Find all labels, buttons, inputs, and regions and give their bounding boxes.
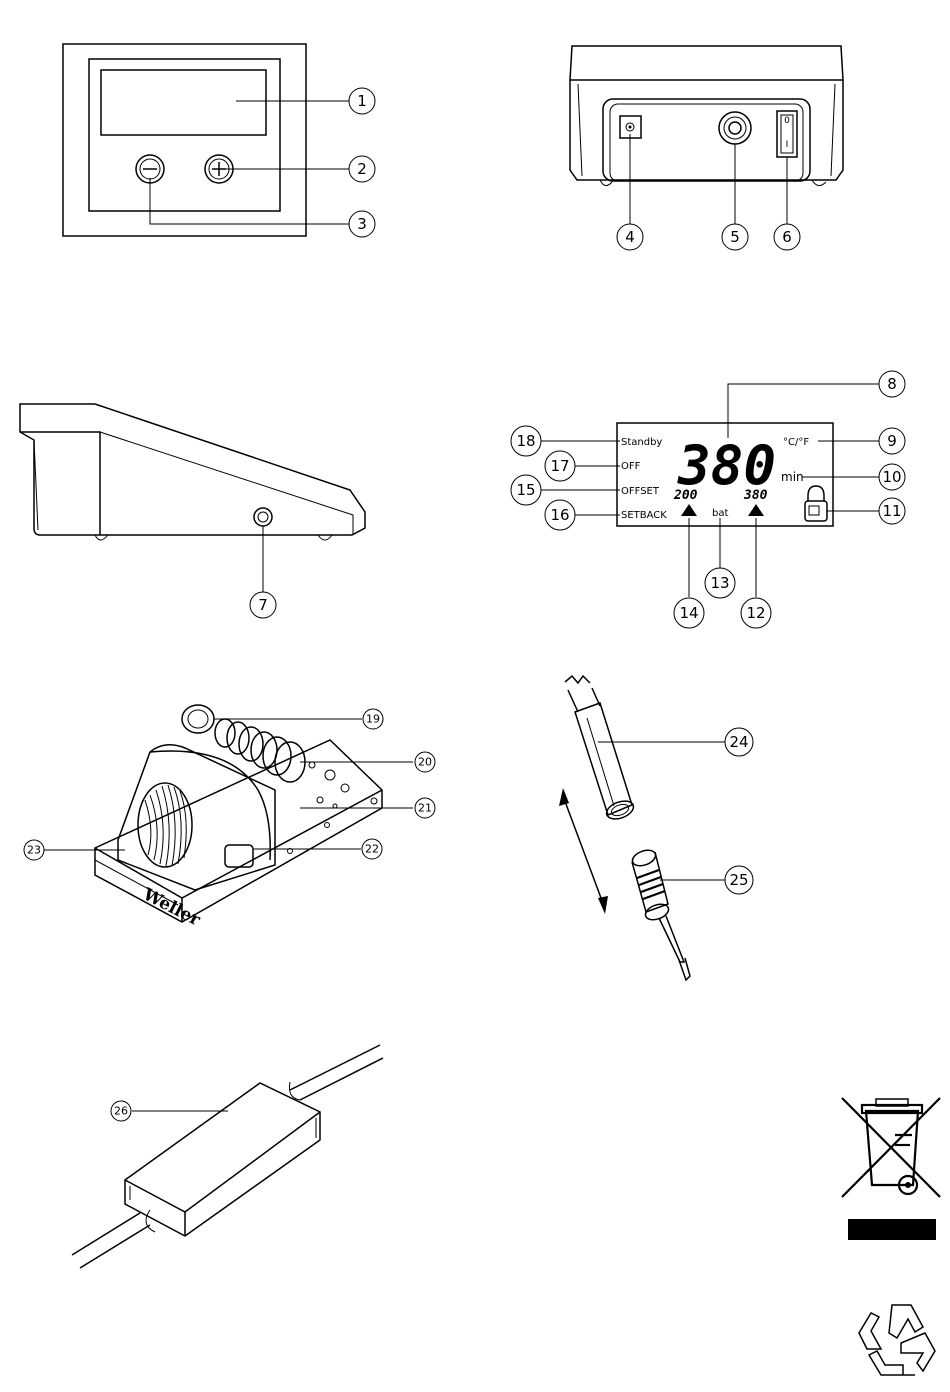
lcd-off-label: OFF (621, 461, 641, 472)
preset-right-indicator-icon (748, 504, 764, 516)
callout-25: 25 (725, 866, 753, 894)
svg-text:13: 13 (710, 574, 729, 592)
callout-7: 7 (250, 592, 276, 618)
callout-21: 21 (415, 798, 435, 818)
lcd-unit-label: °C/°F (783, 437, 809, 448)
rear-panel-figure: 0 I (570, 46, 843, 224)
svg-text:18: 18 (516, 432, 535, 450)
callout-24: 24 (725, 728, 753, 756)
svg-text:4: 4 (625, 228, 635, 246)
callout-8: 8 (879, 371, 905, 397)
crossed-bin-icon (842, 1098, 940, 1240)
svg-text:6: 6 (782, 228, 792, 246)
svg-text:1: 1 (357, 92, 367, 110)
svg-text:22: 22 (365, 843, 379, 856)
svg-text:12: 12 (746, 604, 765, 622)
svg-text:26: 26 (114, 1105, 128, 1118)
svg-text:24: 24 (729, 733, 748, 751)
svg-text:17: 17 (550, 457, 569, 475)
svg-text:8: 8 (887, 375, 897, 393)
svg-text:10: 10 (882, 468, 901, 486)
callout-16: 16 (545, 500, 575, 530)
lcd-preset-left: 200 (673, 488, 698, 503)
front-panel-figure (63, 44, 349, 236)
lcd-min-label: min (781, 470, 804, 484)
svg-text:3: 3 (357, 215, 367, 233)
lcd-preset-right: 380 (743, 488, 768, 503)
stand-figure: Weller (44, 705, 413, 931)
callout-1: 1 (349, 88, 375, 114)
recycle-icon (859, 1305, 935, 1375)
callout-23: 23 (24, 840, 44, 860)
callout-5: 5 (722, 224, 748, 250)
sponge-clip (225, 845, 253, 867)
lcd-offset-label: OFFSET (621, 486, 660, 497)
callout-15: 15 (511, 475, 541, 505)
callout-11: 11 (879, 498, 905, 524)
svg-text:23: 23 (27, 844, 41, 857)
lock-icon (805, 486, 827, 521)
callout-18: 18 (511, 426, 541, 456)
svg-text:7: 7 (258, 596, 268, 614)
svg-text:19: 19 (366, 713, 380, 726)
callout-6: 6 (774, 224, 800, 250)
callout-3: 3 (349, 211, 375, 237)
power-supply-figure (72, 1045, 383, 1268)
callout-2: 2 (349, 156, 375, 182)
svg-text:16: 16 (550, 506, 569, 524)
callout-22: 22 (362, 839, 382, 859)
side-view-figure (20, 404, 365, 593)
callout-19: 19 (363, 709, 383, 729)
side-socket (254, 508, 272, 526)
callout-17: 17 (545, 451, 575, 481)
callout-14: 14 (674, 598, 704, 628)
lcd-standby-label: Standby (621, 437, 662, 448)
callout-10: 10 (879, 464, 905, 490)
svg-text:0: 0 (784, 116, 790, 126)
callout-20: 20 (415, 752, 435, 772)
svg-text:2: 2 (357, 160, 367, 178)
callout-9: 9 (879, 428, 905, 454)
svg-text:14: 14 (679, 604, 698, 622)
svg-text:11: 11 (882, 502, 901, 520)
callout-26: 26 (111, 1101, 131, 1121)
callout-4: 4 (617, 224, 643, 250)
svg-text:25: 25 (729, 871, 748, 889)
holder-tube (182, 705, 214, 733)
svg-text:5: 5 (730, 228, 740, 246)
display-window (101, 70, 266, 135)
svg-text:21: 21 (418, 802, 432, 815)
soldering-iron-figure (559, 676, 725, 980)
svg-text:15: 15 (516, 481, 535, 499)
callout-12: 12 (741, 598, 771, 628)
preset-left-indicator-icon (681, 504, 697, 516)
callout-13: 13 (705, 568, 735, 598)
svg-text:20: 20 (418, 756, 432, 769)
svg-text:I: I (786, 140, 789, 150)
lcd-bat-label: bat (712, 508, 728, 519)
svg-text:9: 9 (887, 432, 897, 450)
lcd-setback-label: SETBACK (621, 510, 667, 521)
